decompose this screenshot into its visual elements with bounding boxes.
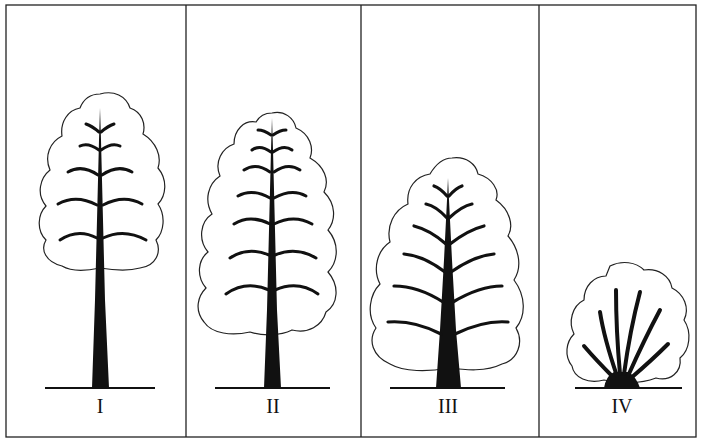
shrub-four (567, 263, 689, 388)
panel-numeral: III (438, 396, 458, 416)
tree-one (39, 93, 165, 388)
panel-numeral: I (97, 396, 104, 416)
ground-line (45, 387, 682, 389)
tree-three (370, 158, 523, 388)
panel-frame (6, 5, 696, 437)
panel-numeral: IV (611, 396, 632, 416)
panel-numeral: II (266, 396, 279, 416)
tree-two (198, 112, 336, 388)
